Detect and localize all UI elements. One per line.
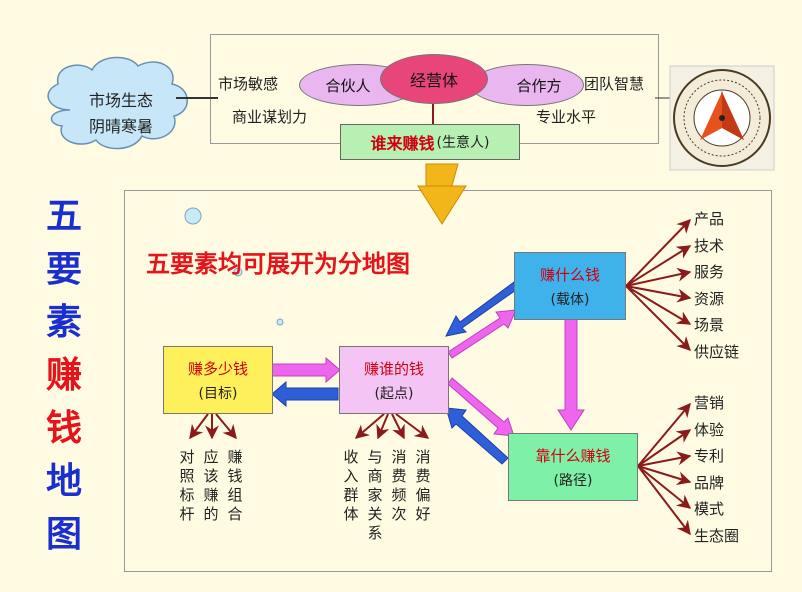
title-char: 要 — [45, 249, 82, 290]
arrow-start-to-goal — [271, 380, 339, 408]
path-item: 专利 — [694, 447, 725, 466]
start-node: 赚谁的钱 (起点) — [339, 346, 449, 414]
start-items: 收入群体 与商家关系 消费频次 消费偏好 — [342, 448, 432, 543]
who-earns-sub: (生意人) — [436, 135, 490, 151]
path-fan-arrows — [637, 402, 692, 536]
title-char: 赚 — [45, 355, 82, 396]
who-earns-box: 谁来赚钱 (生意人) — [340, 124, 520, 160]
cooperation-label: 合作方 — [516, 76, 562, 95]
title-char: 钱 — [45, 408, 82, 449]
carrier-item: 场景 — [694, 316, 725, 335]
goal-title: 赚多少钱 — [187, 359, 248, 378]
main-subtitle: 五要素均可展开为分地图 — [146, 250, 410, 278]
business-planning-label: 商业谋划力 — [232, 108, 308, 126]
start-sub: (起点) — [374, 385, 414, 402]
market-sense-label: 市场敏感 — [218, 75, 279, 93]
carrier-item: 技术 — [694, 236, 725, 255]
carrier-node: 赚什么钱 (载体) — [514, 252, 626, 320]
decor-bubble — [276, 318, 284, 326]
start-item: 与商家关系 — [367, 448, 383, 542]
goal-item: 对照标杆 — [179, 448, 195, 523]
goal-sub: (目标) — [198, 385, 238, 402]
professional-level-label: 专业水平 — [536, 108, 597, 126]
arrow-path-to-start — [445, 407, 509, 465]
entity-label: 经营体 — [409, 71, 458, 90]
carrier-items: 产品 技术 服务 资源 场景 供应链 — [694, 206, 739, 366]
carrier-item: 资源 — [694, 289, 725, 308]
goal-item: 赚钱组合 — [227, 448, 243, 523]
carrier-item: 服务 — [694, 263, 725, 282]
carrier-fan-arrows — [625, 218, 692, 351]
decor-bubble — [184, 207, 202, 225]
carrier-item: 供应链 — [694, 342, 740, 361]
team-wisdom-label: 团队智慧 — [584, 75, 645, 93]
path-item: 模式 — [694, 500, 725, 519]
path-item: 品牌 — [694, 473, 725, 492]
start-item: 消费偏好 — [415, 448, 431, 523]
path-item: 生态圈 — [694, 526, 740, 545]
decor-bubble — [233, 267, 243, 277]
cloud-icon — [47, 56, 188, 150]
title-char: 地 — [45, 461, 82, 502]
path-sub: (路径) — [553, 472, 593, 489]
path-node: 靠什么赚钱 (路径) — [508, 433, 638, 501]
arrow-goal-to-start — [271, 356, 341, 384]
vertical-title: 五 要 素 赚 钱 地 图 — [42, 190, 86, 561]
path-items: 营销 体验 专利 品牌 模式 生态圈 — [694, 390, 739, 550]
arrow-carrier-to-start — [445, 281, 517, 337]
carrier-sub: (载体) — [550, 291, 590, 308]
start-fan-arrows — [354, 413, 430, 440]
carrier-title: 赚什么钱 — [539, 265, 600, 284]
start-item: 收入群体 — [343, 448, 359, 523]
arrow-carrier-to-path — [557, 317, 585, 431]
cloud-text: 市场生态 阴晴寒暑 — [66, 88, 176, 140]
goal-item: 应该赚的 — [203, 448, 219, 523]
path-item: 体验 — [694, 420, 725, 439]
arrow-start-to-carrier — [447, 309, 517, 359]
goal-fan-arrows — [189, 413, 237, 440]
start-title: 赚谁的钱 — [363, 359, 424, 378]
start-item: 消费频次 — [391, 448, 407, 523]
cloud-line-1: 市场生态 — [88, 91, 153, 110]
arrow-start-to-path — [447, 377, 515, 437]
goal-node: 赚多少钱 (目标) — [163, 346, 273, 414]
compass-icon — [669, 65, 775, 171]
who-earns-label: 谁来赚钱 — [370, 134, 435, 153]
path-title: 靠什么赚钱 — [535, 446, 611, 465]
path-item: 营销 — [694, 394, 725, 412]
carrier-item: 产品 — [694, 210, 725, 228]
cooperation-ellipse: 合作方 — [470, 64, 584, 106]
entity-ellipse: 经营体 — [380, 54, 488, 104]
down-arrow-head — [417, 185, 467, 225]
cloud-line-2: 阴晴寒暑 — [88, 117, 153, 136]
title-char: 素 — [45, 302, 82, 343]
partner-label: 合伙人 — [325, 76, 371, 95]
title-char: 图 — [45, 514, 82, 555]
title-char: 五 — [45, 196, 82, 237]
goal-items: 对照标杆 应该赚的 赚钱组合 — [178, 448, 244, 524]
